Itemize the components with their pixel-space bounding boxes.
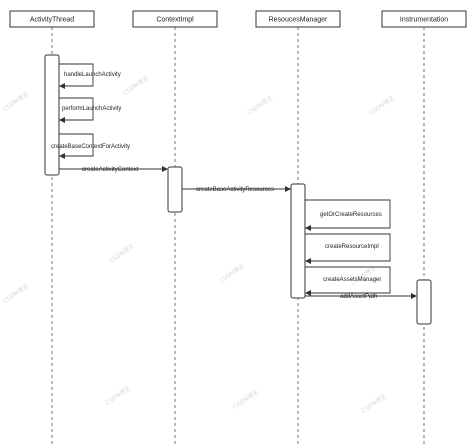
message-label: createResourceImpl — [325, 244, 379, 250]
message-create-base-context-for-activity: createBaseContextForActivity — [51, 133, 130, 159]
participant-context-impl: ContextImpl — [132, 10, 218, 28]
participant-activity-thread: ActivityThread — [9, 10, 95, 28]
watermark: CSDN博主 — [246, 94, 274, 117]
participant-box — [132, 10, 218, 28]
arrowhead-icon — [59, 117, 65, 123]
arrowhead-icon — [305, 290, 311, 296]
message-line — [305, 266, 391, 294]
message-line — [59, 97, 94, 121]
participant-label: ResoucesManager — [269, 17, 328, 24]
activation-resources-manager — [290, 183, 306, 299]
message-label: createAssetsManager — [323, 277, 381, 283]
arrowhead-icon — [305, 258, 311, 264]
watermark: CSDN博主 — [2, 90, 30, 113]
message-create-resource-impl: createResourceImpl — [305, 233, 391, 264]
message-add-asset-path: addAssetPath — [305, 293, 417, 300]
participant-box — [381, 10, 467, 28]
arrowhead-icon — [59, 83, 65, 89]
message-get-or-create-resources: getOrCreateResources — [305, 199, 391, 231]
message-label: createBaseActivityResources — [196, 187, 274, 193]
message-label: handleLaunchActivity — [64, 72, 121, 78]
message-line — [305, 233, 391, 262]
watermark: CSDN博主 — [108, 242, 136, 265]
watermark: CSDN博主 — [368, 94, 396, 117]
watermark: CSDN博主 — [122, 74, 150, 97]
watermark: CSDN博主 — [104, 384, 132, 407]
message-label: getOrCreateResources — [320, 212, 382, 218]
message-label: createActivityContext — [82, 167, 139, 173]
activation-context-impl — [167, 166, 183, 213]
message-line — [305, 199, 391, 229]
arrowhead-icon — [285, 186, 291, 192]
arrowhead-icon — [162, 166, 168, 172]
message-line — [59, 63, 94, 87]
message-create-assets-manager: createAssetsManager — [305, 266, 391, 296]
participant-box — [9, 10, 95, 28]
message-label: addAssetPath — [340, 294, 377, 300]
watermark: CSDN博主 — [218, 262, 246, 285]
message-label: createBaseContextForActivity — [51, 144, 130, 150]
participant-label: ContextImpl — [156, 17, 194, 24]
message-label: performLaunchActivity — [62, 106, 121, 112]
participant-label: Instrumentation — [400, 17, 448, 24]
participant-label: ActivityThread — [30, 17, 74, 24]
message-perform-launch-activity: performLaunchActivity — [59, 97, 121, 123]
arrowhead-icon — [305, 225, 311, 231]
activation-activity-thread — [44, 54, 60, 176]
arrowhead-icon — [411, 293, 417, 299]
message-handle-launch-activity: handleLaunchActivity — [59, 63, 121, 89]
participant-instrumentation: Instrumentation — [381, 10, 467, 28]
watermark: CSDN博主 — [360, 392, 388, 415]
participant-resources-manager: ResoucesManager — [255, 10, 341, 28]
participant-box — [255, 10, 341, 28]
message-create-base-activity-resources: createBaseActivityResources — [182, 186, 291, 193]
message-create-activity-context: createActivityContext — [59, 166, 168, 173]
watermark: CSDN博主 — [2, 282, 30, 305]
watermark: CSDN博主 — [232, 388, 260, 411]
arrowhead-icon — [59, 153, 65, 159]
activation-instrumentation — [416, 279, 432, 325]
message-line — [59, 133, 94, 157]
